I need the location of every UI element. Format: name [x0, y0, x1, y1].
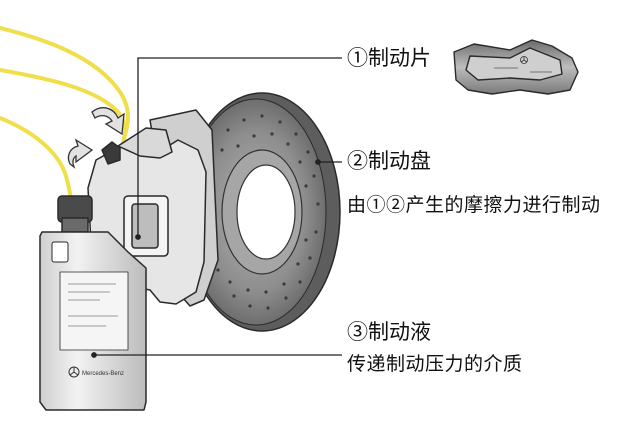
mercedes-star-icon — [68, 366, 80, 378]
disc-hub — [236, 164, 296, 260]
disc-holes — [216, 114, 320, 310]
bottle-logo-text: Mercedes-Benz — [82, 371, 124, 377]
pad-logo-icon — [520, 56, 528, 64]
leader-pad — [137, 57, 342, 237]
pad-print — [494, 67, 552, 73]
caliper-fitting — [101, 141, 121, 165]
leader-pad-dot — [135, 234, 141, 240]
leader-lines — [91, 57, 342, 358]
bottle-label-text — [68, 283, 118, 327]
leader-disc-dot — [315, 159, 321, 165]
brake-fluid-description: 传递制动压力的介质 — [347, 353, 523, 375]
brake-pad-label: ①制动片 — [347, 46, 431, 70]
brake-pad-image — [453, 39, 579, 95]
caliper-piston — [131, 203, 159, 249]
brake-disc-label: ②制动盘 — [347, 149, 431, 173]
brake-fluid-label: ③制动液 — [347, 320, 431, 344]
brake-disc — [183, 92, 341, 332]
brake-fluid-bottle: Mercedes-Benz — [39, 195, 147, 411]
arrow-left — [67, 138, 94, 169]
brake-line-2 — [0, 68, 128, 148]
brake-line-1 — [0, 26, 130, 140]
leader-fluid-dot — [91, 352, 97, 358]
bottle-neck — [61, 217, 89, 233]
curved-arrow-icon — [67, 107, 125, 169]
bottle-label — [59, 271, 129, 351]
bottle-window — [51, 241, 69, 263]
brake-disc-description: 由①②产生的摩擦力进行制动 — [347, 194, 601, 216]
caliper-bracket — [117, 127, 173, 159]
arrow-top — [91, 107, 125, 136]
